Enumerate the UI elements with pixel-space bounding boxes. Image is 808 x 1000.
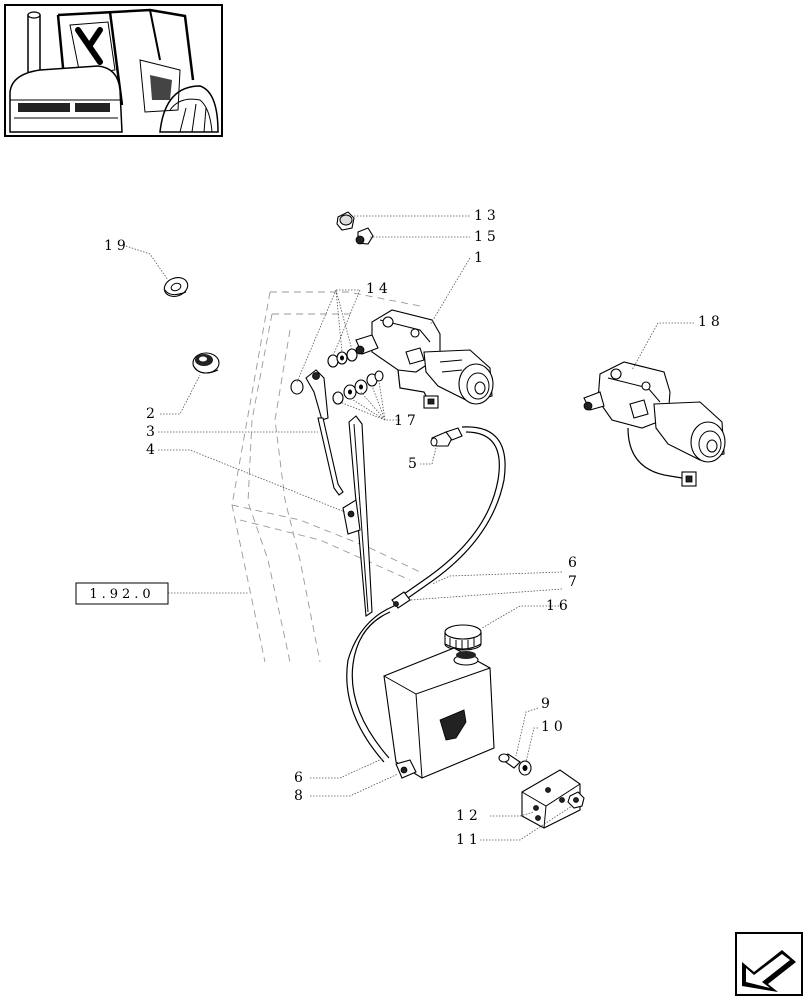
next-page-arrow-icon[interactable]	[735, 932, 803, 996]
fitting-7	[391, 591, 411, 609]
callout-2: 2	[146, 406, 159, 422]
cross-reference-box[interactable]: 1.92.0	[75, 582, 169, 605]
tractor-cab-thumbnail-icon	[4, 4, 223, 137]
washers-14	[327, 348, 358, 368]
callout-8: 8	[294, 788, 307, 804]
nut-11	[567, 791, 585, 809]
leader-lines	[125, 215, 694, 841]
washer-reservoir	[383, 647, 495, 779]
bolt-9	[498, 753, 521, 769]
bracket-12	[521, 769, 581, 829]
wiper-blade-4	[342, 415, 373, 617]
callouts: 13 15 1 19 14 18 2 3 4 17 5 6 7 16 9 10 …	[104, 208, 724, 848]
nozzle-5	[430, 427, 463, 447]
callout-10: 10	[541, 719, 567, 735]
callout-12: 12	[456, 808, 482, 824]
callout-18: 18	[698, 314, 724, 330]
wiper-motor-1	[355, 309, 494, 409]
wiper-arm-3	[290, 369, 344, 496]
hose-6-lower	[346, 605, 395, 763]
callout-6-lower: 6	[294, 770, 307, 786]
callout-9: 9	[541, 696, 554, 712]
callout-16: 16	[546, 598, 572, 614]
callout-17: 17	[394, 413, 420, 429]
washers-17	[332, 370, 384, 405]
cross-reference-label[interactable]: 1.92.0	[89, 587, 154, 602]
callout-6-upper: 6	[568, 555, 581, 571]
cab-outline-dashed	[231, 291, 421, 663]
plug-15	[355, 227, 374, 245]
callout-15: 15	[474, 229, 500, 245]
hose-6-upper	[403, 426, 506, 599]
grommet-2	[192, 352, 220, 374]
wiper-motor-18	[583, 361, 726, 487]
callout-19: 19	[104, 238, 130, 254]
callout-3: 3	[146, 424, 159, 440]
callout-11: 11	[456, 832, 482, 848]
callout-14: 14	[366, 281, 392, 297]
callout-4: 4	[146, 442, 159, 458]
washer-19	[163, 277, 189, 297]
plug-13	[336, 211, 355, 231]
callout-1: 1	[474, 250, 487, 266]
cap-16	[444, 624, 482, 651]
washer-10	[518, 760, 532, 776]
callout-13: 13	[474, 208, 500, 224]
callout-7: 7	[568, 574, 581, 590]
callout-5: 5	[408, 456, 421, 472]
